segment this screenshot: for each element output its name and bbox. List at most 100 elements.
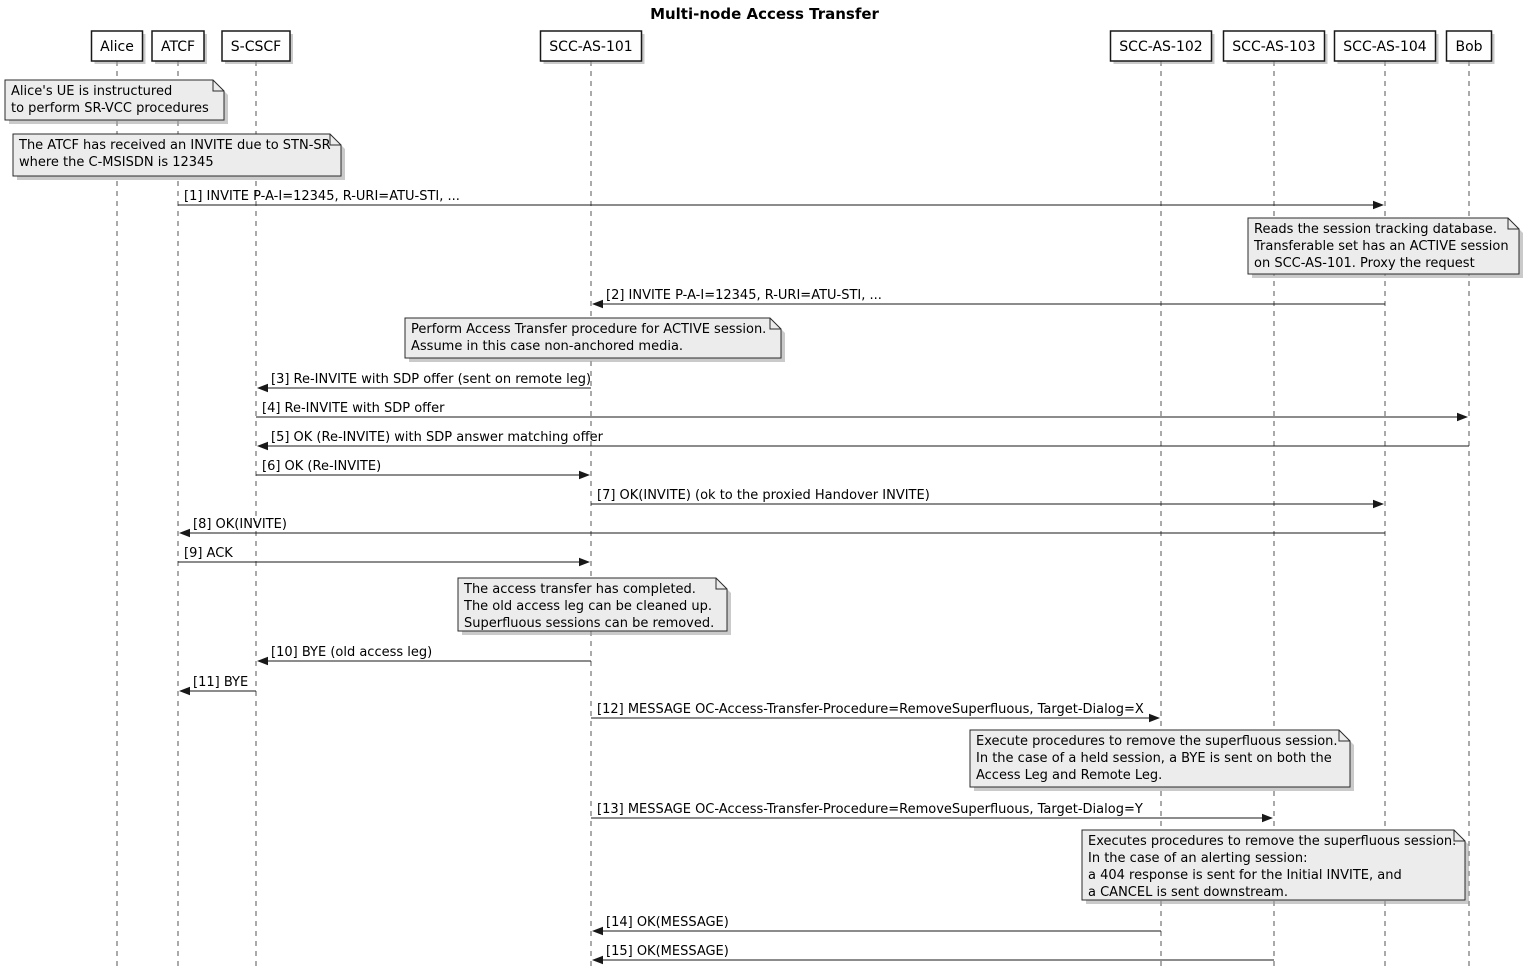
message-1: [1] INVITE P-A-I=12345, R-URI=ATU-STI, .… [178, 189, 1384, 210]
participant-box [1333, 30, 1437, 62]
participant-label: SCC-AS-101 [549, 39, 632, 55]
message-5: [5] OK (Re-INVITE) with SDP answer match… [257, 430, 1469, 451]
participant-scc-as-101: SCC-AS-101 [539, 30, 645, 64]
arrowhead-icon [257, 441, 268, 451]
message-label: [12] MESSAGE OC-Access-Transfer-Procedur… [597, 702, 1144, 717]
message-label: [9] ACK [184, 546, 233, 561]
participant-box [151, 30, 205, 62]
note-text-line: where the C-MSISDN is 12345 [19, 155, 214, 170]
arrowhead-icon [1373, 200, 1384, 210]
note-shape [404, 317, 782, 359]
note-shape [4, 79, 225, 121]
participant-box [1109, 30, 1213, 62]
participant-box [539, 30, 643, 62]
participant-scc-as-104: SCC-AS-104 [1333, 30, 1439, 64]
note-5: The access transfer has completed.The ol… [457, 577, 731, 635]
arrowhead-icon [592, 955, 603, 965]
message-label: [6] OK (Re-INVITE) [262, 459, 381, 474]
participant-box [1222, 30, 1326, 62]
note-text-line: Reads the session tracking database. [1254, 222, 1497, 237]
arrowhead-icon [257, 383, 268, 393]
message-label: [2] INVITE P-A-I=12345, R-URI=ATU-STI, .… [606, 288, 882, 303]
arrowhead-icon [592, 926, 603, 936]
note-fold-icon [715, 578, 727, 590]
participant-atcf: ATCF [151, 30, 207, 64]
message-label: [11] BYE [193, 675, 248, 690]
note-fold-icon [1453, 830, 1465, 842]
note-shape [457, 577, 728, 632]
message-13: [13] MESSAGE OC-Access-Transfer-Procedur… [591, 802, 1273, 823]
message-label: [1] INVITE P-A-I=12345, R-URI=ATU-STI, .… [184, 189, 460, 204]
note-text-line: Executes procedures to remove the superf… [1088, 834, 1456, 849]
message-label: [10] BYE (old access leg) [271, 645, 432, 660]
note-text-line: on SCC-AS-101. Proxy the request [1254, 256, 1475, 271]
note-text-line: Superfluous sessions can be removed. [464, 616, 714, 631]
participant-label: ATCF [161, 39, 195, 55]
note-shape [12, 133, 342, 177]
participant-label: SCC-AS-103 [1232, 39, 1315, 55]
arrowhead-icon [179, 686, 190, 696]
diagram-title: Multi-node Access Transfer [650, 5, 879, 23]
participant-box [221, 30, 291, 62]
participant-box [90, 30, 144, 62]
message-label: [8] OK(INVITE) [193, 517, 287, 532]
note-shape [1081, 829, 1466, 901]
arrowhead-icon [1262, 813, 1273, 823]
note-fold-icon [1338, 730, 1350, 742]
note-text-line: In the case of an alerting session: [1088, 851, 1307, 866]
note-text-line: In the case of a held session, a BYE is … [976, 751, 1332, 766]
participant-label: Bob [1455, 39, 1482, 55]
participant-s-cscf: S-CSCF [221, 30, 293, 64]
arrowhead-icon [579, 470, 590, 480]
note-fold-icon [769, 318, 781, 330]
participant-bob: Bob [1445, 30, 1495, 64]
note-text-line: to perform SR-VCC procedures [11, 101, 209, 116]
message-11: [11] BYE [179, 675, 256, 696]
participant-scc-as-102: SCC-AS-102 [1109, 30, 1215, 64]
message-label: [3] Re-INVITE with SDP offer (sent on re… [271, 372, 591, 387]
message-3: [3] Re-INVITE with SDP offer (sent on re… [257, 372, 591, 393]
participant-label: S-CSCF [231, 39, 281, 55]
message-9: [9] ACK [178, 546, 590, 567]
arrowhead-icon [1373, 499, 1384, 509]
participant-alice: Alice [90, 30, 146, 64]
message-14: [14] OK(MESSAGE) [592, 915, 1161, 936]
note-text-line: Perform Access Transfer procedure for AC… [411, 322, 766, 337]
note-fold-icon [1507, 218, 1519, 230]
note-6: Execute procedures to remove the superfl… [969, 729, 1354, 791]
participant-label: SCC-AS-102 [1119, 39, 1202, 55]
note-2: The ATCF has received an INVITE due to S… [12, 133, 345, 180]
message-12: [12] MESSAGE OC-Access-Transfer-Procedur… [591, 702, 1160, 723]
message-label: [13] MESSAGE OC-Access-Transfer-Procedur… [597, 802, 1143, 817]
message-8: [8] OK(INVITE) [179, 517, 1385, 538]
participant-scc-as-103: SCC-AS-103 [1222, 30, 1328, 64]
arrowhead-icon [579, 557, 590, 567]
note-fold-icon [212, 80, 224, 92]
arrowhead-icon [257, 656, 268, 666]
note-text-line: Transferable set has an ACTIVE session [1253, 239, 1509, 254]
note-text-line: The ATCF has received an INVITE due to S… [18, 138, 331, 153]
arrowhead-icon [592, 299, 603, 309]
note-3: Reads the session tracking database. Tran… [1247, 217, 1523, 278]
note-4: Perform Access Transfer procedure for AC… [404, 317, 785, 362]
note-text-line: a CANCEL is sent downstream. [1088, 885, 1288, 900]
message-label: [7] OK(INVITE) (ok to the proxied Handov… [597, 488, 930, 503]
note-shape [969, 729, 1351, 788]
message-10: [10] BYE (old access leg) [257, 645, 591, 666]
arrowhead-icon [1149, 713, 1160, 723]
participant-label: SCC-AS-104 [1343, 39, 1427, 55]
message-label: [5] OK (Re-INVITE) with SDP answer match… [271, 430, 604, 445]
note-text-line: The access transfer has completed. [463, 582, 696, 597]
message-7: [7] OK(INVITE) (ok to the proxied Handov… [591, 488, 1384, 509]
note-shape [1247, 217, 1520, 275]
message-2: [2] INVITE P-A-I=12345, R-URI=ATU-STI, .… [592, 288, 1385, 309]
message-label: [4] Re-INVITE with SDP offer [262, 401, 445, 416]
note-fold-icon [329, 134, 341, 146]
note-text-line: Assume in this case non-anchored media. [411, 339, 683, 354]
message-6: [6] OK (Re-INVITE) [256, 459, 590, 480]
message-4: [4] Re-INVITE with SDP offer [256, 401, 1468, 422]
arrowhead-icon [179, 528, 190, 538]
